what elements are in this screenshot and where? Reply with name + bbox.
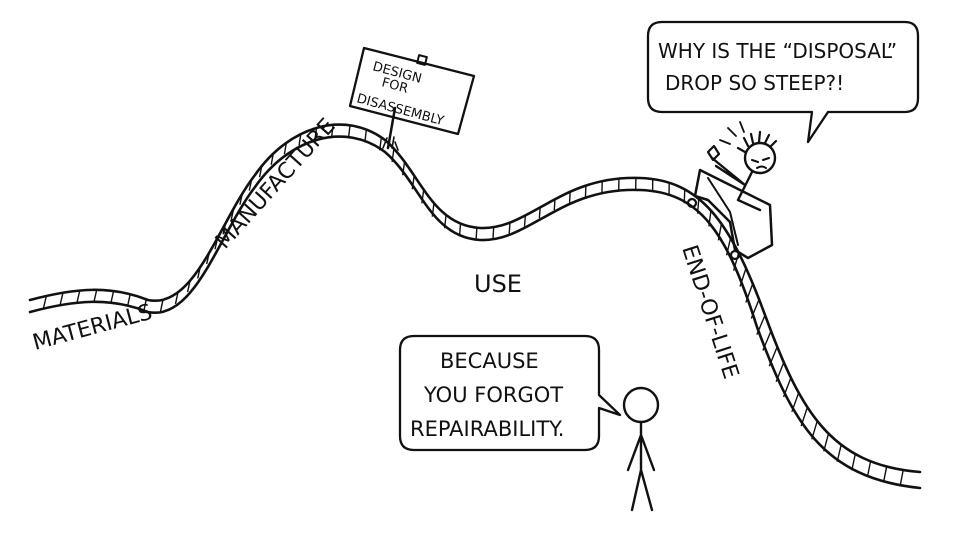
track-tie xyxy=(568,191,571,203)
track-tie xyxy=(750,299,760,319)
coaster-track xyxy=(28,123,922,490)
track-tie xyxy=(866,461,872,478)
track-tie xyxy=(379,137,383,151)
label-manufacture: MANUFACTURE xyxy=(211,114,341,254)
track-tie xyxy=(214,237,219,250)
track-tie xyxy=(492,227,495,239)
coaster-car-with-rider xyxy=(686,121,778,261)
track-tie xyxy=(823,433,830,452)
track-rail-top xyxy=(28,123,922,474)
track-tie xyxy=(882,466,888,483)
track-tie xyxy=(283,142,288,155)
track-tie xyxy=(683,189,686,204)
stick-bubble-line-2: YOU FORGOT xyxy=(423,383,563,407)
stick-figure xyxy=(622,386,660,512)
track-tie xyxy=(42,295,48,309)
track-tie xyxy=(775,362,785,383)
track-tie xyxy=(314,127,318,140)
label-use: USE xyxy=(474,270,522,298)
track-tie xyxy=(553,199,556,211)
track-tie xyxy=(93,289,98,303)
track-tie xyxy=(222,222,227,235)
rider-speech-bubble: WHY IS THE “DISPOSAL” DROP SO STEEP?! xyxy=(646,20,920,144)
stick-figure-speech-bubble: BECAUSE YOU FORGOT REPAIRABILITY. xyxy=(398,334,622,452)
design-sign: DESIGN FOR DISASSEMBLY xyxy=(348,46,476,151)
track-tie xyxy=(443,214,447,229)
track-tie xyxy=(76,290,81,303)
track-tie xyxy=(851,453,856,471)
track-tie xyxy=(458,223,462,237)
track-tie xyxy=(159,299,164,312)
rider-bubble-line-2: DROP SO STEEP?! xyxy=(665,71,844,95)
track-tie xyxy=(258,165,263,178)
stick-bubble-line-3: REPAIRABILITY. xyxy=(410,417,564,441)
stick-bubble-line-1: BECAUSE xyxy=(440,349,539,373)
track-tie xyxy=(791,392,800,413)
track-tie xyxy=(538,207,541,219)
track-tie xyxy=(523,215,527,227)
track-tie xyxy=(330,124,334,137)
track-tie xyxy=(411,175,415,190)
track-rail-bottom xyxy=(28,135,922,490)
track-tie xyxy=(110,290,115,304)
track-tie xyxy=(174,292,179,305)
track-tie xyxy=(811,420,818,440)
track-tie xyxy=(725,237,732,256)
track-tie xyxy=(248,179,253,191)
track-tie xyxy=(431,203,435,217)
track-tie xyxy=(126,294,131,307)
track-tie xyxy=(391,148,395,163)
track-tie xyxy=(298,134,302,146)
track-tie xyxy=(756,314,766,335)
track-tie xyxy=(762,330,772,351)
track-ties xyxy=(42,124,904,486)
track-tie xyxy=(347,125,351,138)
track-tie xyxy=(782,377,792,398)
track-tie xyxy=(401,161,406,176)
rider-bubble-line-1: WHY IS THE “DISPOSAL” xyxy=(658,39,897,63)
track-tie xyxy=(899,469,904,486)
track-tie xyxy=(768,346,778,367)
track-tie xyxy=(186,280,191,293)
track-tie xyxy=(717,223,723,241)
track-tie xyxy=(696,198,700,214)
track-tie xyxy=(475,227,478,240)
track-tie xyxy=(745,283,754,303)
track-tie xyxy=(508,222,511,234)
track-tie xyxy=(143,299,147,312)
track-tie xyxy=(59,292,64,305)
track-tie xyxy=(270,153,274,165)
track-tie xyxy=(836,444,842,462)
track-tie xyxy=(421,189,425,204)
track-tie xyxy=(739,267,747,287)
track-tie xyxy=(205,252,210,265)
track-tie xyxy=(196,266,201,279)
track-tie xyxy=(800,406,809,427)
track-tie xyxy=(239,193,243,205)
track-tie xyxy=(230,208,235,220)
track-tie xyxy=(708,210,712,227)
track-tie xyxy=(364,129,368,143)
sign-line-2: FOR xyxy=(380,75,410,96)
